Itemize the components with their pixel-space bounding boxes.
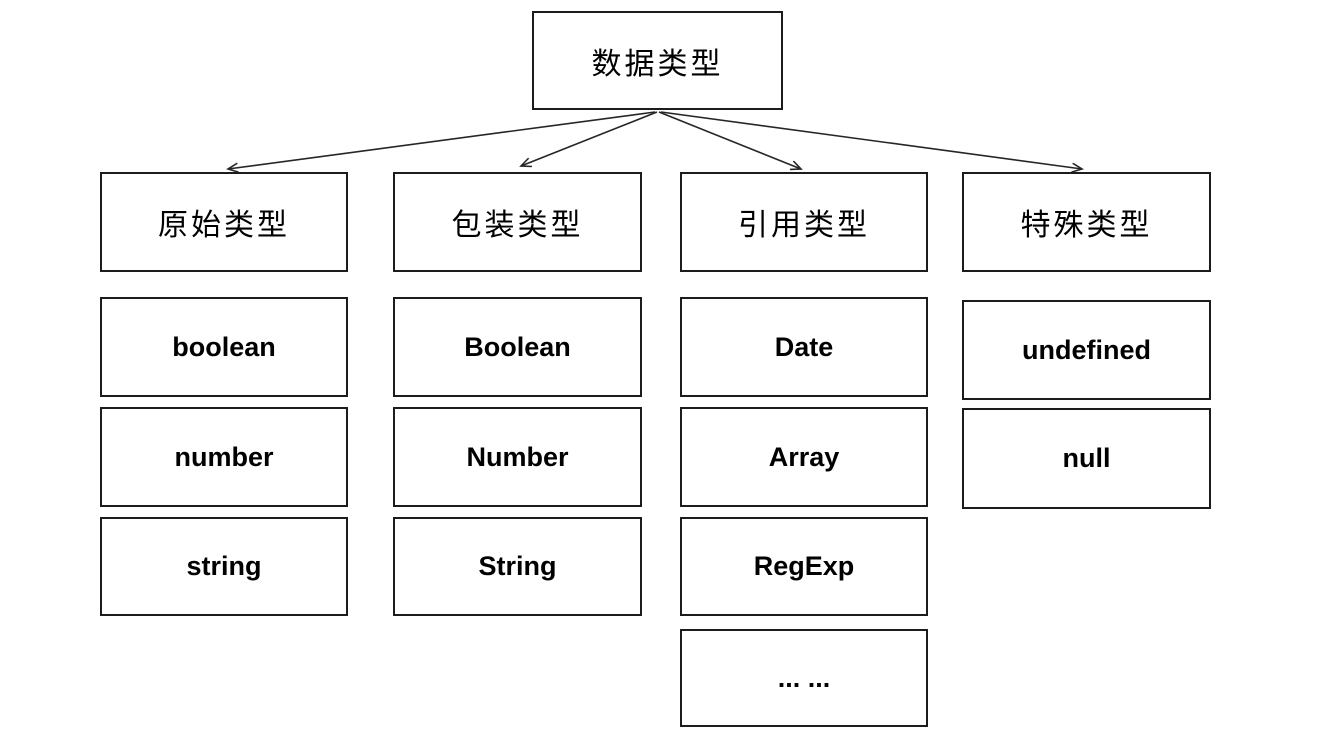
type-node-number: number	[100, 407, 348, 507]
category-node-primitive-types: 原始类型	[100, 172, 348, 272]
type-node-date: Date	[680, 297, 928, 397]
root-node-data-types: 数据类型	[532, 11, 783, 110]
category-node-wrapper-types: 包装类型	[393, 172, 642, 272]
type-node-null: null	[962, 408, 1211, 509]
type-node-string: string	[100, 517, 348, 616]
category-node-special-types: 特殊类型	[962, 172, 1211, 272]
type-node-ellipsis: ... ...	[680, 629, 928, 727]
type-node-string-wrapper: String	[393, 517, 642, 616]
type-node-number-wrapper: Number	[393, 407, 642, 507]
arrow-root-to-wrapper	[521, 111, 658, 166]
type-node-array: Array	[680, 407, 928, 507]
arrow-root-to-reference	[658, 111, 801, 169]
arrow-root-to-special	[660, 111, 1082, 169]
type-node-regexp: RegExp	[680, 517, 928, 616]
type-node-boolean-wrapper: Boolean	[393, 297, 642, 397]
category-node-reference-types: 引用类型	[680, 172, 928, 272]
type-node-undefined: undefined	[962, 300, 1211, 400]
type-node-boolean: boolean	[100, 297, 348, 397]
arrow-root-to-primitive	[228, 111, 656, 169]
